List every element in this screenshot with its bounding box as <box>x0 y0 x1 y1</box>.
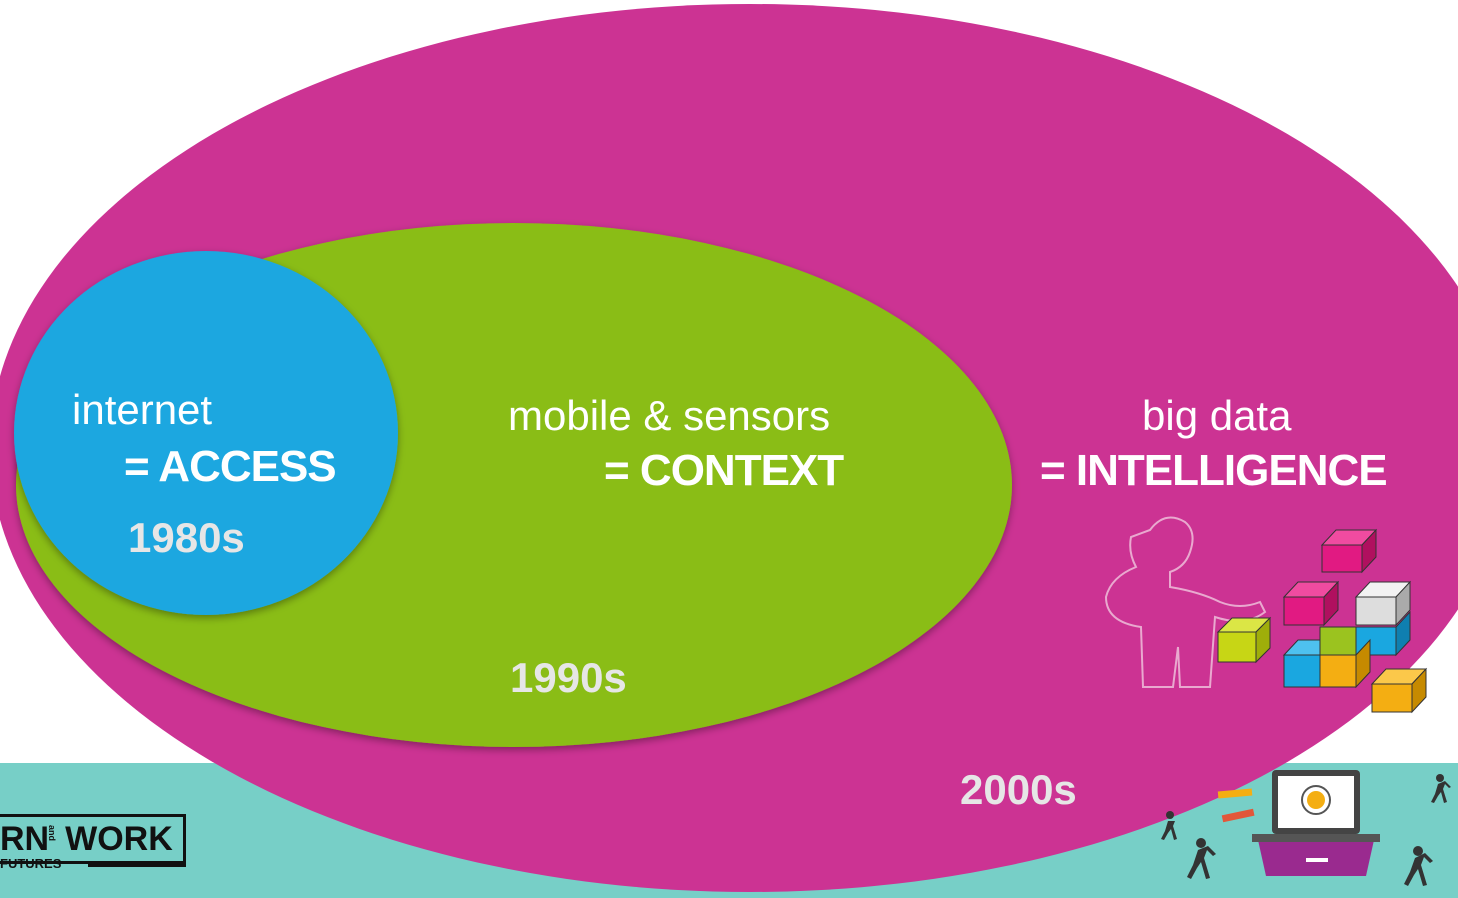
layer-2-year: 1990s <box>510 654 627 701</box>
layer-3-title: big data <box>1142 392 1292 439</box>
logo-rn: RN <box>0 820 50 858</box>
logo-and: and <box>47 825 57 842</box>
logo-work: WORK <box>65 820 173 858</box>
laptop-icon <box>1252 770 1380 876</box>
logo-text: RN WORK <box>0 820 173 859</box>
layer-1-year: 1980s <box>128 514 245 561</box>
building-blocks <box>1216 528 1428 714</box>
logo-frame <box>0 814 186 864</box>
layer-2-title: mobile & sensors <box>508 392 831 439</box>
layer-1-subtitle: = ACCESS <box>124 442 337 491</box>
logo-rule <box>88 864 186 867</box>
layer-3-subtitle: = INTELLIGENCE <box>1040 446 1388 495</box>
walking-person-icon <box>1161 774 1451 886</box>
logo-futures: FUTURES <box>0 856 62 871</box>
layer-2-subtitle: = CONTEXT <box>604 446 844 495</box>
pencil-icon <box>1217 788 1255 823</box>
layer-1-title: internet <box>72 386 213 433</box>
person-building-blocks-icon <box>1104 516 1267 688</box>
layer-3-year: 2000s <box>960 766 1077 813</box>
inner-ellipse-1980s <box>14 251 398 615</box>
